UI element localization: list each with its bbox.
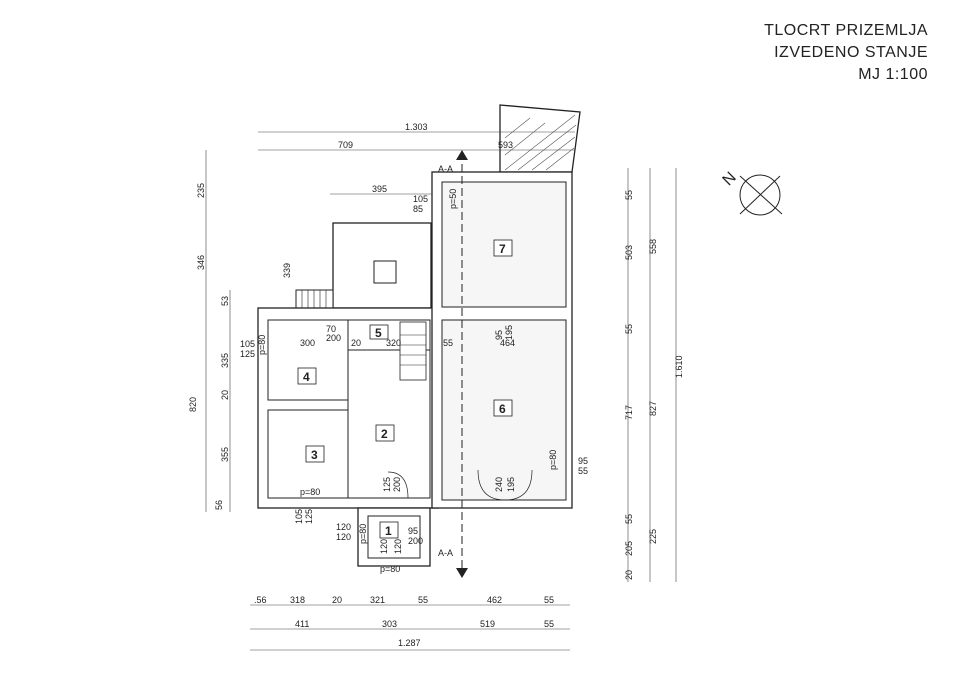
- opening-label: 125: [240, 349, 255, 359]
- canopy: [499, 104, 581, 173]
- opening-label: 125: [382, 477, 392, 492]
- room-1: 1: [385, 524, 392, 538]
- dim-r4b: 20: [351, 338, 361, 348]
- opening-label: 125: [304, 509, 314, 524]
- title-block: TLOCRT PRIZEMLJA IZVEDENO STANJE MJ 1:10…: [764, 20, 928, 86]
- room-labels: 7 6 5 4 3 2 1: [297, 239, 513, 539]
- dim-left: 235: [196, 183, 206, 198]
- room-3: 3: [311, 448, 318, 462]
- opening-label: 120: [393, 539, 403, 554]
- inner-dimensions: 300 20 320 55 464: [300, 338, 515, 348]
- dim-bottom: 318: [290, 595, 305, 605]
- dim-left: 346: [196, 255, 206, 270]
- opening-label: 105: [294, 509, 304, 524]
- dim-left: 56: [214, 500, 224, 510]
- opening-label: p=80: [548, 450, 558, 470]
- opening-label: 85: [413, 204, 423, 214]
- dim-left: 335: [220, 353, 230, 368]
- room-5: 5: [375, 326, 382, 340]
- dim-right: 20: [624, 570, 634, 580]
- dim-right: 225: [648, 529, 658, 544]
- dim-left: 339: [282, 263, 292, 278]
- bottom-dimensions: .56 318 20 321 55 462 55 411 303 519 55 …: [250, 595, 570, 651]
- dim-bottom: 519: [480, 619, 495, 629]
- dim-top-total: 1.303: [405, 122, 428, 132]
- opening-label: p=50: [448, 189, 458, 209]
- opening-label: 120: [336, 522, 351, 532]
- dim-right: 558: [648, 239, 658, 254]
- opening-label: 195: [504, 325, 514, 340]
- stair-landing: [295, 222, 432, 309]
- doors: [387, 469, 533, 501]
- opening-label: 70: [326, 324, 336, 334]
- dim-top-right: 593: [498, 140, 513, 150]
- room-2: 2: [381, 427, 388, 441]
- dim-top-stair: 395: [372, 184, 387, 194]
- opening-label: 195: [506, 477, 516, 492]
- section-line: A-A A-A: [438, 150, 468, 578]
- interior-stair: [399, 321, 427, 381]
- dim-bottom: 55: [418, 595, 428, 605]
- room-7: 7: [499, 242, 506, 256]
- section-label-top: A-A: [438, 164, 453, 174]
- dim-right: 717: [624, 405, 634, 420]
- right-dimensions: 55 503 558 55 717 827 1.610 205 225 55 2…: [624, 168, 684, 582]
- opening-label: 240: [494, 477, 504, 492]
- dim-left: 820: [188, 397, 198, 412]
- title-line-3: MJ 1:100: [858, 66, 928, 83]
- dim-r6b: 464: [500, 338, 515, 348]
- dim-right: 55: [624, 324, 634, 334]
- opening-label: p=80: [257, 335, 267, 355]
- opening-label: 120: [336, 532, 351, 542]
- dim-bottom: 321: [370, 595, 385, 605]
- dim-right: 827: [648, 401, 658, 416]
- dim-r2: 320: [386, 338, 401, 348]
- dim-bottom: 20: [332, 595, 342, 605]
- room-4: 4: [303, 370, 310, 384]
- title-line-2: IZVEDENO STANJE: [774, 44, 928, 61]
- dim-right: 55: [624, 514, 634, 524]
- title-line-1: TLOCRT PRIZEMLJA: [764, 22, 928, 39]
- top-dimensions: 1.303 709 593 395: [258, 122, 575, 195]
- dim-top-left: 709: [338, 140, 353, 150]
- opening-label: 200: [392, 477, 402, 492]
- dim-r4: 300: [300, 338, 315, 348]
- dim-r6a: 55: [443, 338, 453, 348]
- dim-left: 20: [220, 390, 230, 400]
- dim-left: 355: [220, 447, 230, 462]
- left-dimensions: 235 346 53 339 335 20 355 56 820: [188, 150, 292, 512]
- dim-left: 53: [220, 296, 230, 306]
- opening-label: p=80: [300, 487, 320, 497]
- north-label: N: [720, 169, 740, 189]
- opening-label: 55: [578, 466, 588, 476]
- north-arrow-icon: N: [720, 169, 783, 216]
- section-label-bottom: A-A: [438, 548, 453, 558]
- dim-bottom: 55: [544, 619, 554, 629]
- dim-bottom: 462: [487, 595, 502, 605]
- dim-bottom: .56: [254, 595, 267, 605]
- opening-label: 95: [408, 526, 418, 536]
- opening-label: 120: [379, 539, 389, 554]
- opening-label: 200: [408, 536, 423, 546]
- dim-bottom-total: 1.287: [398, 638, 421, 648]
- dim-right: 205: [624, 541, 634, 556]
- opening-label: 95: [578, 456, 588, 466]
- opening-labels: 105 85 p=50 105 125 p=80 p=80 105 125 95…: [240, 189, 588, 574]
- opening-label: 105: [240, 339, 255, 349]
- opening-label: 105: [413, 194, 428, 204]
- opening-label: 95: [494, 330, 504, 340]
- opening-label: 200: [326, 333, 341, 343]
- dim-bottom: 303: [382, 619, 397, 629]
- dim-bottom: 55: [544, 595, 554, 605]
- dim-bottom: 411: [295, 619, 309, 629]
- opening-label: p=80: [380, 564, 400, 574]
- dim-right: 1.610: [674, 355, 684, 378]
- dim-right: 503: [624, 245, 634, 260]
- room-6: 6: [499, 402, 506, 416]
- dim-right: 55: [624, 190, 634, 200]
- opening-label: p=80: [358, 524, 368, 544]
